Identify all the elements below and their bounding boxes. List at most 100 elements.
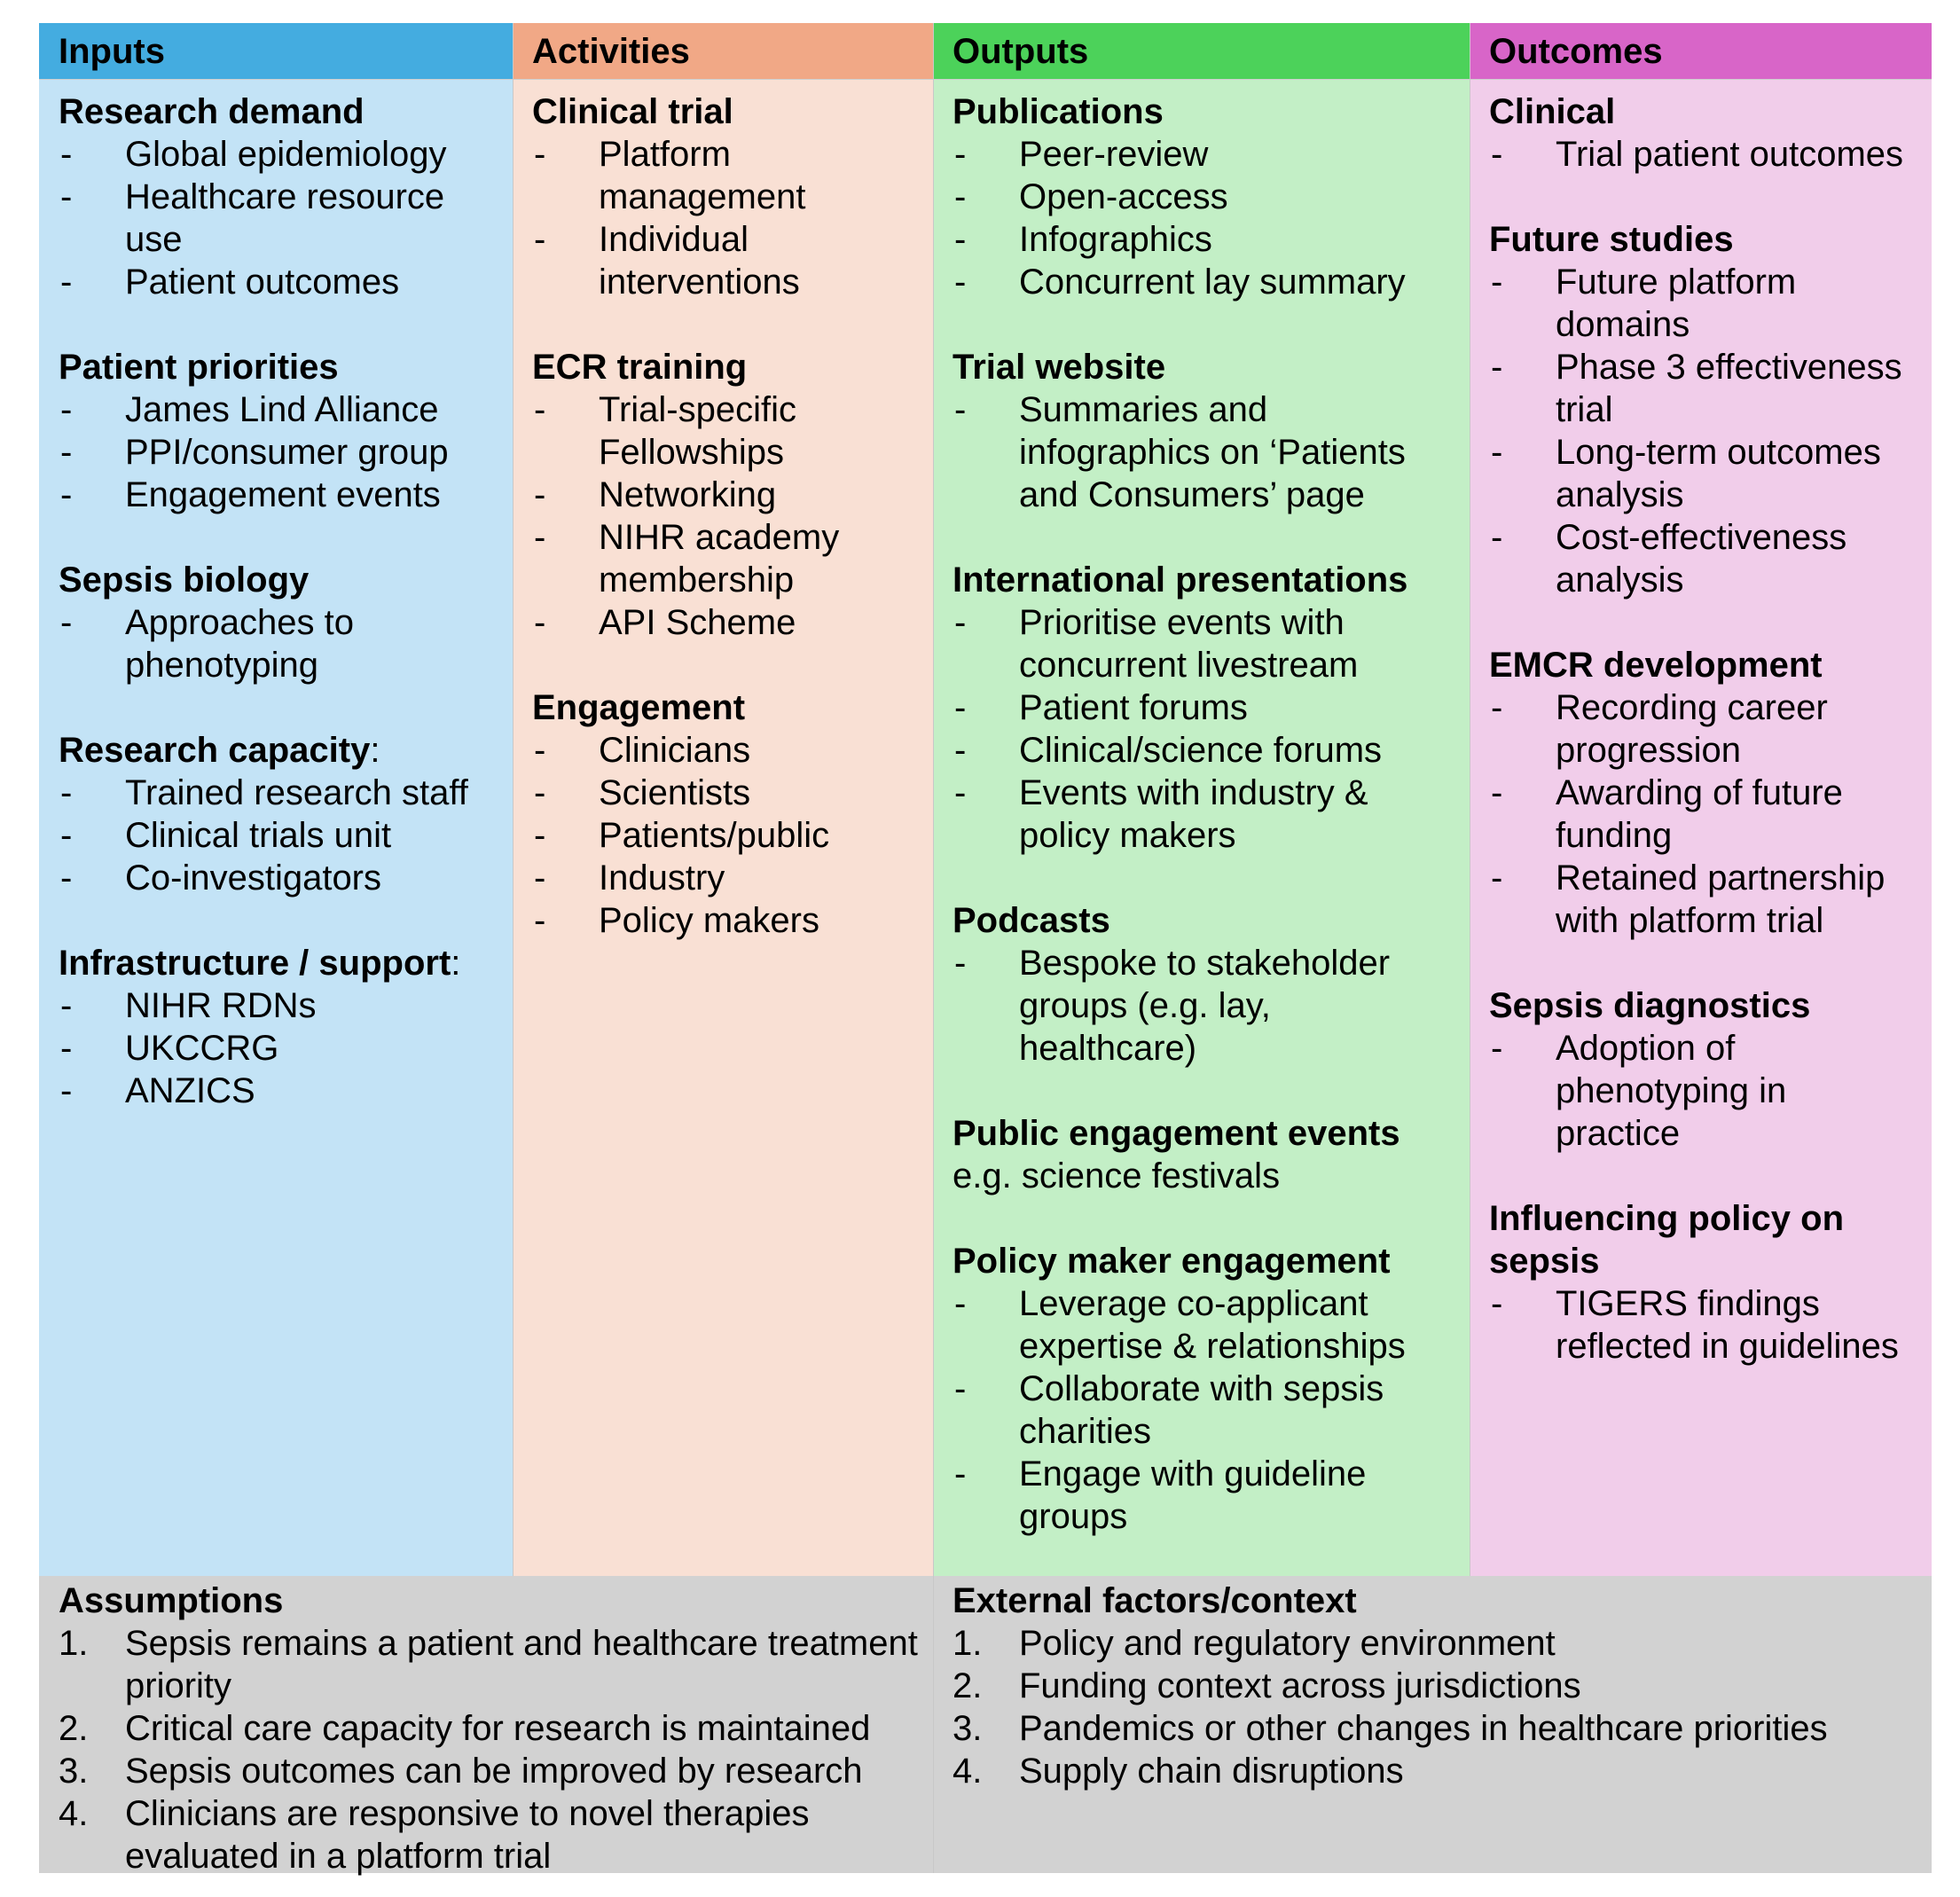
assumptions-title: Assumptions bbox=[59, 1581, 284, 1620]
numbered-item: 3.Sepsis outcomes can be improved by res… bbox=[59, 1750, 919, 1792]
numbered-item: 3.Pandemics or other changes in healthca… bbox=[953, 1707, 1917, 1750]
item-text: Funding context across jurisdictions bbox=[1019, 1666, 1581, 1705]
inputs-header: Inputs bbox=[39, 23, 513, 80]
section-title-text: International presentations bbox=[953, 560, 1408, 600]
section: ECR trainingTrial-specific FellowshipsNe… bbox=[532, 346, 919, 644]
section-title-text: Clinical bbox=[1489, 92, 1616, 131]
item-number: 3. bbox=[953, 1709, 983, 1748]
list-item: Leverage co-applicant expertise & relati… bbox=[953, 1282, 1455, 1368]
list-item: TIGERS findings reflected in guidelines bbox=[1489, 1282, 1917, 1368]
list-item: Recording career progression bbox=[1489, 686, 1917, 772]
section-title-text: Sepsis biology bbox=[59, 560, 310, 600]
item-text: Clinicians are responsive to novel thera… bbox=[125, 1794, 810, 1876]
list-item: Trained research staff bbox=[59, 772, 498, 814]
list-item: API Scheme bbox=[532, 601, 919, 644]
list-item: Patients/public bbox=[532, 814, 919, 857]
section-title-text: Clinical trial bbox=[532, 92, 733, 131]
section-title: Research capacity: bbox=[59, 729, 498, 772]
list-item: Events with industry & policy makers bbox=[953, 772, 1455, 857]
list-item: Prioritise events with concurrent livest… bbox=[953, 601, 1455, 686]
section: Trial websiteSummaries and infographics … bbox=[953, 346, 1455, 516]
list-item: Future platform domains bbox=[1489, 261, 1917, 346]
section-title-text: Infrastructure / support bbox=[59, 944, 451, 983]
list-item: Co-investigators bbox=[59, 857, 498, 899]
bullet-list: Trial-specific FellowshipsNetworkingNIHR… bbox=[532, 388, 919, 644]
list-item: Approaches to phenotyping bbox=[59, 601, 498, 686]
list-item: Clinical/science forums bbox=[953, 729, 1455, 772]
list-item: Peer-review bbox=[953, 133, 1455, 176]
item-number: 2. bbox=[59, 1709, 89, 1748]
item-text: Sepsis remains a patient and healthcare … bbox=[125, 1624, 918, 1705]
list-item: Patient forums bbox=[953, 686, 1455, 729]
list-item: Patient outcomes bbox=[59, 261, 498, 303]
item-text: Supply chain disruptions bbox=[1019, 1752, 1404, 1791]
section: PublicationsPeer-reviewOpen-accessInfogr… bbox=[953, 90, 1455, 303]
section-title-text: Sepsis diagnostics bbox=[1489, 986, 1811, 1025]
outputs-column: Outputs PublicationsPeer-reviewOpen-acce… bbox=[933, 23, 1470, 1599]
bullet-list: Trained research staffClinical trials un… bbox=[59, 772, 498, 899]
section-title-suffix: : bbox=[370, 731, 380, 770]
section-title: Trial website bbox=[953, 346, 1455, 388]
list-item: Adoption of phenotyping in practice bbox=[1489, 1027, 1917, 1155]
inputs-column: Inputs Research demandGlobal epidemiolog… bbox=[39, 23, 513, 1599]
section: EngagementCliniciansScientistsPatients/p… bbox=[532, 686, 919, 942]
section-title: Clinical trial bbox=[532, 90, 919, 133]
section: Sepsis diagnosticsAdoption of phenotypin… bbox=[1489, 984, 1917, 1155]
outputs-header: Outputs bbox=[933, 23, 1470, 80]
section-title-text: Podcasts bbox=[953, 901, 1110, 940]
list-item: Open-access bbox=[953, 176, 1455, 218]
section-text: e.g. science festivals bbox=[953, 1156, 1281, 1195]
bullet-list: Future platform domainsPhase 3 effective… bbox=[1489, 261, 1917, 601]
list-item: Infographics bbox=[953, 218, 1455, 261]
section: ClinicalTrial patient outcomes bbox=[1489, 90, 1917, 176]
bullet-list: Peer-reviewOpen-accessInfographicsConcur… bbox=[953, 133, 1455, 303]
section: Patient prioritiesJames Lind AlliancePPI… bbox=[59, 346, 498, 516]
section-title: Patient priorities bbox=[59, 346, 498, 388]
numbered-item: 2. Critical care capacity for research is… bbox=[59, 1707, 919, 1750]
bullet-list: TIGERS findings reflected in guidelines bbox=[1489, 1282, 1917, 1368]
item-text: Policy and regulatory environment bbox=[1019, 1624, 1556, 1663]
list-item: Industry bbox=[532, 857, 919, 899]
column-divider bbox=[513, 23, 514, 1576]
section: Policy maker engagementLeverage co-appli… bbox=[953, 1240, 1455, 1538]
list-item: Trial patient outcomes bbox=[1489, 133, 1917, 176]
section-title: International presentations bbox=[953, 559, 1455, 601]
section-title: Engagement bbox=[532, 686, 919, 729]
section-title: ECR training bbox=[532, 346, 919, 388]
bullet-list: Approaches to phenotyping bbox=[59, 601, 498, 686]
bullet-list: CliniciansScientistsPatients/publicIndus… bbox=[532, 729, 919, 942]
section-title-text: ECR training bbox=[532, 348, 748, 387]
item-number: 4. bbox=[59, 1794, 89, 1833]
inputs-body: Research demandGlobal epidemiologyHealth… bbox=[39, 80, 513, 1599]
section: Research capacity:Trained research staff… bbox=[59, 729, 498, 899]
section-title: Publications bbox=[953, 90, 1455, 133]
bullet-list: Leverage co-applicant expertise & relati… bbox=[953, 1282, 1455, 1538]
bullet-list: NIHR RDNsUKCCRGANZICS bbox=[59, 984, 498, 1112]
list-item: NIHR academy membership bbox=[532, 516, 919, 601]
section-title-text: Research capacity bbox=[59, 731, 371, 770]
outcomes-header: Outcomes bbox=[1470, 23, 1932, 80]
outputs-body: PublicationsPeer-reviewOpen-accessInfogr… bbox=[933, 80, 1470, 1599]
section-title-text: Influencing policy on sepsis bbox=[1489, 1199, 1844, 1281]
list-item: Scientists bbox=[532, 772, 919, 814]
section-title: Public engagement events bbox=[953, 1112, 1455, 1155]
activities-column: Activities Clinical trialPlatform manage… bbox=[513, 23, 933, 1599]
item-text: Critical care capacity for research is m… bbox=[125, 1709, 871, 1748]
activities-body: Clinical trialPlatform managementIndivid… bbox=[513, 80, 933, 1599]
section-title-text: Future studies bbox=[1489, 220, 1734, 259]
item-number: 1. bbox=[59, 1624, 89, 1663]
section-title-suffix: : bbox=[451, 944, 461, 983]
section-title: Influencing policy on sepsis bbox=[1489, 1197, 1917, 1282]
section-title: Future studies bbox=[1489, 218, 1917, 261]
section: PodcastsBespoke to stakeholder groups (e… bbox=[953, 899, 1455, 1070]
logic-model: Inputs Research demandGlobal epidemiolog… bbox=[39, 23, 1932, 1876]
bullet-list: Prioritise events with concurrent livest… bbox=[953, 601, 1455, 857]
section-title: Sepsis biology bbox=[59, 559, 498, 601]
list-item: PPI/consumer group bbox=[59, 431, 498, 474]
section-title: Infrastructure / support: bbox=[59, 942, 498, 984]
section: Influencing policy on sepsisTIGERS findi… bbox=[1489, 1197, 1917, 1368]
section-title: Clinical bbox=[1489, 90, 1917, 133]
section: Future studiesFuture platform domainsPha… bbox=[1489, 218, 1917, 601]
list-item: Awarding of future funding bbox=[1489, 772, 1917, 857]
